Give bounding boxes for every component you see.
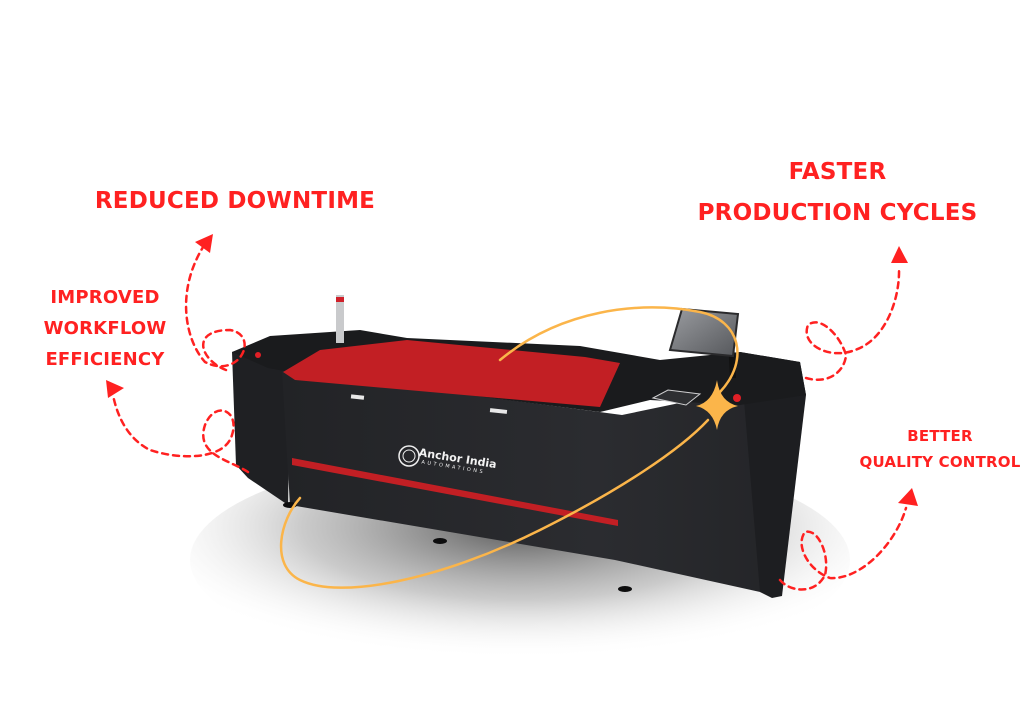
lid-handle-right <box>489 408 508 414</box>
sparkle-icon <box>696 380 738 430</box>
signal-beacon-light <box>336 297 344 302</box>
keyboard-pad <box>651 389 702 406</box>
dashed-arrow-head <box>195 234 213 253</box>
machine-right-end <box>740 352 806 598</box>
dashed-arrow-better-quality <box>778 506 908 591</box>
lid-handle-left <box>350 394 365 400</box>
anchor-emblem-inner <box>402 449 416 463</box>
emergency-stop-left <box>255 352 261 358</box>
benefit-text-line2: PRODUCTION CYCLES <box>697 200 978 226</box>
benefit-text-line2: WORKFLOW <box>43 318 167 339</box>
benefit-text-line3: EFFICIENCY <box>45 349 165 370</box>
benefit-improved-workflow-efficiency: IMPROVED WORKFLOW EFFICIENCY <box>20 282 190 375</box>
benefit-faster-production-cycles: FASTER PRODUCTION CYCLES <box>660 152 1015 234</box>
dashed-arrow-head <box>898 488 918 506</box>
benefit-text-line2: QUALITY CONTROL <box>859 453 1021 471</box>
machine-left-end <box>232 344 290 505</box>
benefit-reduced-downtime: REDUCED DOWNTIME <box>80 188 390 214</box>
machine-red-lid <box>283 340 620 407</box>
dashed-arrow-reduced-downtime <box>184 242 246 372</box>
benefit-text: REDUCED DOWNTIME <box>94 188 376 214</box>
benefit-text-line1: IMPROVED <box>50 287 160 308</box>
anchor-emblem-icon <box>398 445 420 467</box>
benefit-better-quality-control: BETTER QUALITY CONTROL <box>850 423 1024 475</box>
benefit-text-line1: FASTER <box>788 159 887 185</box>
machine-foot <box>433 538 447 544</box>
signal-beacon <box>336 295 344 343</box>
dashed-arrow-head <box>891 246 908 263</box>
orbit-line <box>279 418 710 589</box>
orbit-line <box>498 306 739 394</box>
dashed-arrow-improved-workflow <box>111 393 250 474</box>
dashed-arrow-faster-production <box>804 266 901 381</box>
benefit-text-line1: BETTER <box>907 427 973 445</box>
machine-foot <box>618 586 632 592</box>
monitor-screen <box>668 307 740 358</box>
dashed-arrow-head <box>106 380 124 398</box>
machine-red-stripe <box>292 458 618 526</box>
machine-front-panel <box>282 370 806 596</box>
emergency-stop-right <box>733 394 741 402</box>
